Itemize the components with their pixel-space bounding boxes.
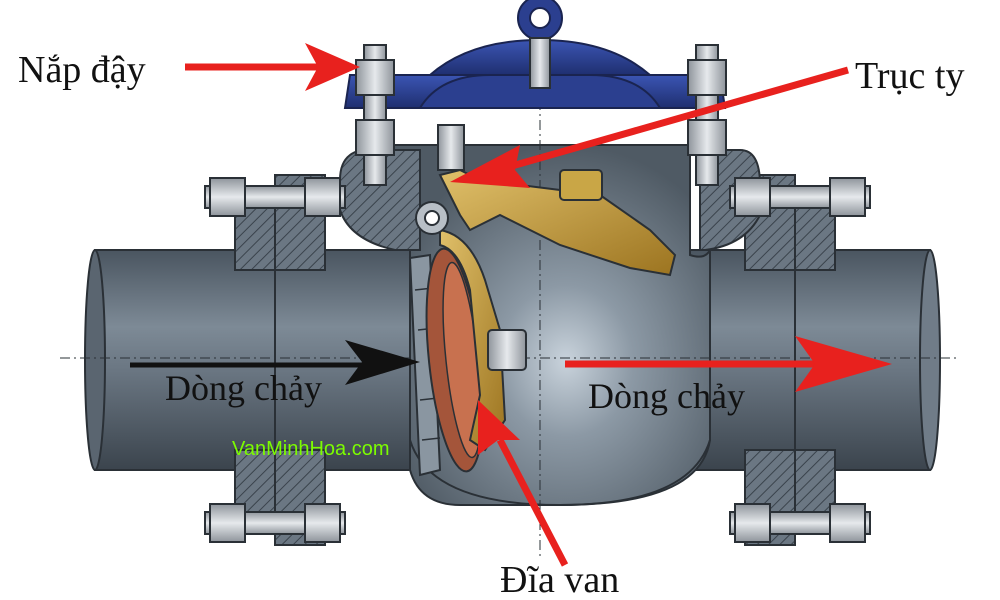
flange-bolts <box>204 177 871 543</box>
cover-callout-arrow <box>185 43 360 91</box>
disc-label: Đĩa van <box>500 559 619 600</box>
stem-callout-arrow <box>450 66 849 188</box>
flow-in-arrow <box>130 340 420 385</box>
valve-cover <box>343 0 727 109</box>
watermark-text: VanMinhHoa.com <box>232 438 389 460</box>
flow-out-arrow <box>565 336 892 392</box>
stem-label: Trục ty <box>855 55 964 97</box>
cover-label: Nắp đậy <box>18 49 146 91</box>
flow-in-label: Dòng chảy <box>165 368 322 408</box>
cover-bolts <box>355 44 727 186</box>
flow-out-label: Dòng chảy <box>588 376 745 416</box>
swing-arm <box>415 124 677 452</box>
disc-callout-arrow <box>478 400 569 567</box>
